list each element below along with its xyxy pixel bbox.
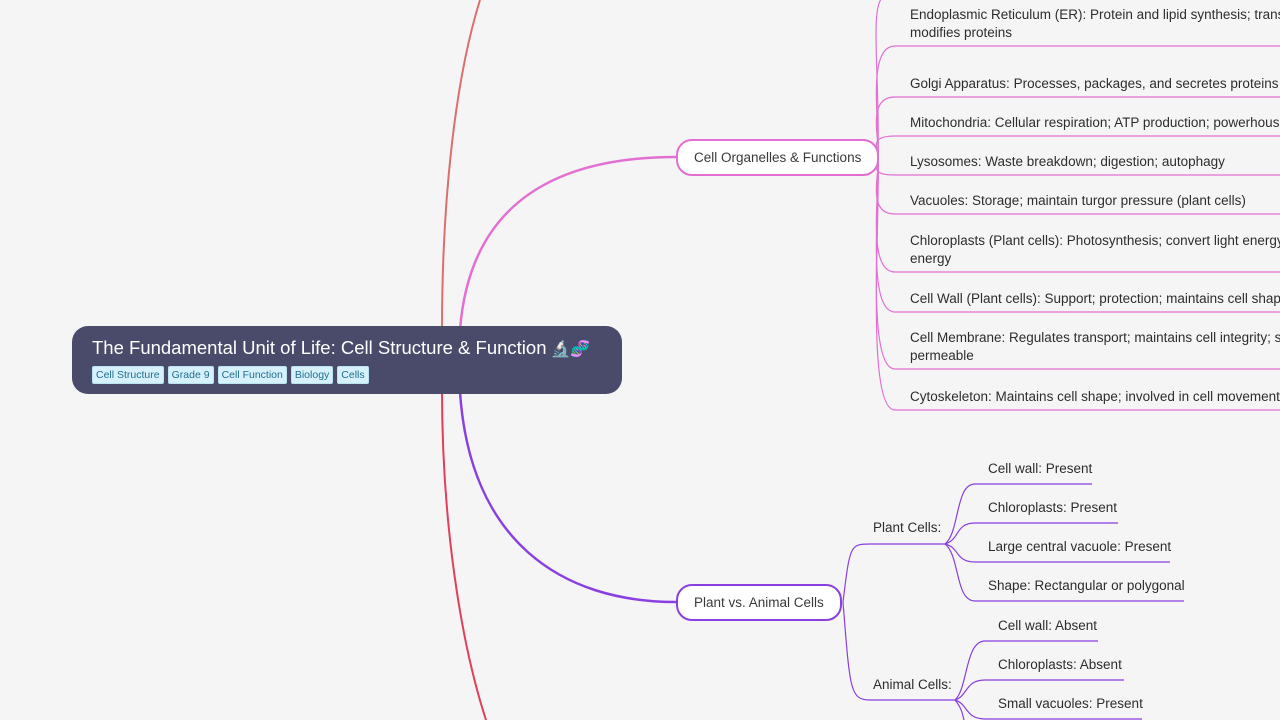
animal-cell-item[interactable]: Small vacuoles: Present <box>998 696 1143 711</box>
edge-offscreen-top <box>441 0 481 331</box>
organelle-item-line1: Cell Wall (Plant cells): Support; protec… <box>910 291 1280 306</box>
animal-cell-item[interactable]: Cell wall: Absent <box>998 618 1098 633</box>
organelle-item-line1: Cell Membrane: Regulates transport; main… <box>910 330 1280 345</box>
organelle-item-line1: Cytoskeleton: Maintains cell shape; invo… <box>910 389 1280 404</box>
subbranch-plant-cells[interactable]: Plant Cells: <box>873 520 942 535</box>
edge-plant-item <box>944 483 1092 545</box>
tag[interactable]: Cells <box>337 366 369 384</box>
root-title: The Fundamental Unit of Life: Cell Struc… <box>92 336 602 362</box>
subbranch-animal-cells[interactable]: Animal Cells: <box>873 677 952 692</box>
edge-offscreen-bottom <box>441 389 487 720</box>
edge-plant-item <box>944 522 1118 545</box>
animal-cell-item[interactable]: Chloroplasts: Absent <box>998 657 1122 672</box>
organelle-item[interactable]: Endoplasmic Reticulum (ER): Protein and … <box>910 6 1280 42</box>
edge-plant-item <box>944 543 1184 602</box>
edge-animal-item <box>954 679 1124 701</box>
tag[interactable]: Cell Function <box>217 366 287 384</box>
tag[interactable]: Biology <box>290 366 334 384</box>
edge-animal-sub <box>842 601 955 701</box>
tag-list: Cell Structure Grade 9 Cell Function Bio… <box>92 366 602 384</box>
microscope-dna-icon: 🔬🧬 <box>550 341 591 358</box>
branch-cell-organelles[interactable]: Cell Organelles & Functions <box>676 139 880 176</box>
root-title-text: The Fundamental Unit of Life: Cell Struc… <box>92 337 547 358</box>
organelle-item-line1: Golgi Apparatus: Processes, packages, an… <box>910 76 1280 91</box>
organelle-item[interactable]: Cell Wall (Plant cells): Support; protec… <box>910 290 1280 308</box>
edge-animal-item <box>954 699 1142 720</box>
organelle-item-line1: Lysosomes: Waste breakdown; digestion; a… <box>910 154 1225 169</box>
edge-organelle-item <box>875 45 1280 158</box>
organelle-item-line1: Chloroplasts (Plant cells): Photosynthes… <box>910 233 1280 248</box>
organelle-item[interactable]: Cell Membrane: Regulates transport; main… <box>910 329 1280 365</box>
plant-cell-item[interactable]: Large central vacuole: Present <box>988 539 1172 554</box>
root-node[interactable]: The Fundamental Unit of Life: Cell Struc… <box>72 326 622 394</box>
edge-animal-item <box>954 640 1098 701</box>
tag[interactable]: Cell Structure <box>92 366 164 384</box>
edge-plant-item <box>944 543 1170 563</box>
organelle-item[interactable]: Vacuoles: Storage; maintain turgor press… <box>910 192 1246 210</box>
edge-animal-offscreen <box>954 699 965 720</box>
organelle-item[interactable]: Golgi Apparatus: Processes, packages, an… <box>910 75 1280 93</box>
organelle-item[interactable]: Lysosomes: Waste breakdown; digestion; a… <box>910 153 1225 171</box>
edge-plant-sub <box>842 543 945 603</box>
organelle-item[interactable]: Chloroplasts (Plant cells): Photosynthes… <box>910 232 1280 268</box>
plant-cell-item[interactable]: Shape: Rectangular or polygonal <box>988 578 1185 593</box>
organelle-item-line1: Endoplasmic Reticulum (ER): Protein and … <box>910 7 1280 22</box>
tag[interactable]: Grade 9 <box>167 366 214 384</box>
organelle-item-line1: Mitochondria: Cellular respiration; ATP … <box>910 115 1280 130</box>
edge-root-organelles <box>458 155 677 331</box>
edge-root-plantanimal <box>458 391 677 604</box>
plant-cell-item[interactable]: Cell wall: Present <box>988 461 1093 476</box>
branch-plant-vs-animal[interactable]: Plant vs. Animal Cells <box>676 584 842 621</box>
organelle-item-line2: permeable <box>910 348 974 363</box>
organelle-item[interactable]: Cytoskeleton: Maintains cell shape; invo… <box>910 388 1280 406</box>
plant-cell-item[interactable]: Chloroplasts: Present <box>988 500 1118 515</box>
edge-organelle-offscreen <box>875 0 882 158</box>
organelle-item[interactable]: Mitochondria: Cellular respiration; ATP … <box>910 114 1279 132</box>
organelle-item-line1: Vacuoles: Storage; maintain turgor press… <box>910 193 1246 208</box>
edge-organelle-item <box>875 156 1280 411</box>
organelle-item-line2: modifies proteins <box>910 25 1013 40</box>
organelle-item-line2: energy <box>910 251 952 266</box>
